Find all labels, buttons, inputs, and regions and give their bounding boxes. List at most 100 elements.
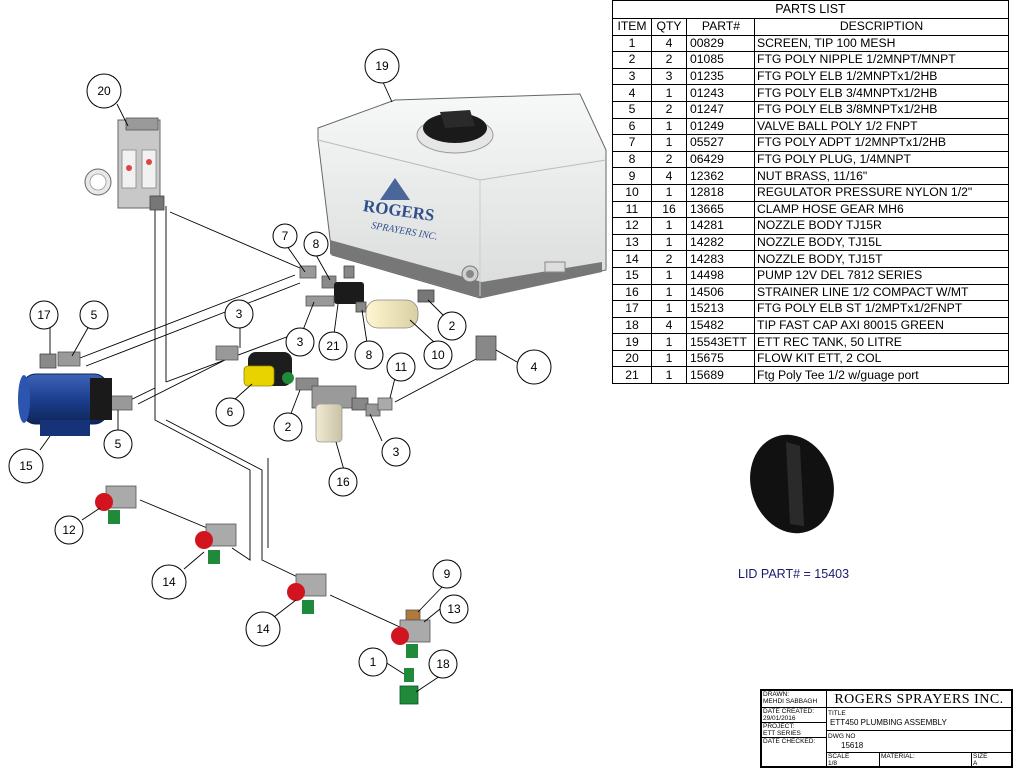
part-number-cell: 01249 xyxy=(686,117,755,136)
part-description-cell: REGULATOR PRESSURE NYLON 1/2" xyxy=(754,183,1009,202)
svg-text:3: 3 xyxy=(393,445,400,459)
ball-valve xyxy=(215,345,294,387)
part-description-cell: FTG POLY ADPT 1/2MNPTx1/2HB xyxy=(754,134,1009,152)
svg-text:2: 2 xyxy=(449,319,456,333)
column-header-part: PART# xyxy=(686,18,755,36)
balloon: 2 xyxy=(273,412,303,442)
part-description-cell: SCREEN, TIP 100 MESH xyxy=(754,34,1009,53)
parts-list-header-row: ITEM QTY PART# DESCRIPTION xyxy=(612,18,1009,36)
project-label: PROJECT: xyxy=(763,723,795,730)
dwg-label: DWG NO xyxy=(828,733,856,740)
svg-text:1: 1 xyxy=(370,655,377,669)
part-number-cell: 14506 xyxy=(686,283,755,302)
balloon: 3 xyxy=(381,437,411,467)
part-description-cell: FTG POLY ELB 1/2MNPTx1/2HB xyxy=(754,67,1009,86)
drawn-cell: DRAWN: MEHDI SABBAGH xyxy=(761,690,827,708)
balloon: 9 xyxy=(432,559,462,589)
balloon: 5 xyxy=(103,429,133,459)
svg-text:19: 19 xyxy=(375,59,389,73)
part-item-cell: 20 xyxy=(612,349,652,368)
size-value: A xyxy=(973,760,978,767)
dwg-cell: DWG NO 15618 xyxy=(826,730,1012,753)
balloon: 7 xyxy=(272,223,298,249)
svg-text:13: 13 xyxy=(447,602,461,616)
tip-screen xyxy=(404,668,414,682)
part-item-cell: 5 xyxy=(612,100,652,119)
part-number-cell: 05527 xyxy=(686,134,755,152)
balloon: 8 xyxy=(303,231,329,257)
part-qty-cell: 4 xyxy=(651,167,687,185)
svg-text:14: 14 xyxy=(256,622,270,636)
pump xyxy=(18,373,112,436)
part-description-cell: ETT REC TANK, 50 LITRE xyxy=(754,333,1009,351)
part-qty-cell: 2 xyxy=(651,100,687,119)
part-qty-cell: 4 xyxy=(651,316,687,335)
balloon: 3 xyxy=(224,299,254,329)
balloon: 14 xyxy=(245,611,281,647)
hoses xyxy=(79,206,479,629)
svg-text:17: 17 xyxy=(37,308,51,322)
balloon: 6 xyxy=(215,397,245,427)
part-qty-cell: 1 xyxy=(651,349,687,368)
part-qty-cell: 1 xyxy=(651,300,687,318)
part-qty-cell: 2 xyxy=(651,150,687,169)
part-number-cell: 01085 xyxy=(686,51,755,69)
balloon: 21 xyxy=(318,331,348,361)
recirculating-tank xyxy=(317,93,607,299)
part-qty-cell: 1 xyxy=(651,217,687,235)
part-description-cell: FLOW KIT ETT, 2 COL xyxy=(754,349,1009,368)
balloon: 19 xyxy=(364,48,400,84)
parts-list-title: PARTS LIST xyxy=(612,0,1009,18)
column-header-description: DESCRIPTION xyxy=(754,18,1009,36)
date-created-cell: DATE CREATED: 29/01/2016 xyxy=(761,707,827,723)
part-item-cell: 6 xyxy=(612,117,652,136)
balloon: 4 xyxy=(516,349,552,385)
part-description-cell: NUT BRASS, 11/16" xyxy=(754,167,1009,185)
part-number-cell: 15689 xyxy=(686,366,755,385)
drawn-value: MEHDI SABBAGH xyxy=(763,698,818,705)
part-description-cell: TIP FAST CAP AXI 80015 GREEN xyxy=(754,316,1009,335)
tank-lid xyxy=(750,434,834,534)
svg-text:6: 6 xyxy=(227,405,234,419)
part-number-cell: 15675 xyxy=(686,349,755,368)
part-number-cell: 14498 xyxy=(686,266,755,285)
balloon: 1 xyxy=(358,647,388,677)
balloon: 16 xyxy=(328,467,358,497)
svg-text:11: 11 xyxy=(395,360,408,374)
nozzle-body-14a xyxy=(195,523,237,564)
size-label: SIZE xyxy=(973,753,988,760)
scale-label: SCALE xyxy=(828,753,850,760)
balloon-leaders xyxy=(39,79,518,693)
elbow-4 xyxy=(475,335,497,361)
svg-text:5: 5 xyxy=(91,308,98,322)
size-cell: SIZE A xyxy=(971,752,1012,767)
project-value: ETT SERIES xyxy=(763,730,801,737)
part-item-cell: 10 xyxy=(612,183,652,202)
part-number-cell: 12362 xyxy=(686,167,755,185)
scale-cell: SCALE 1/8 xyxy=(826,752,880,767)
part-item-cell: 9 xyxy=(612,167,652,185)
svg-text:3: 3 xyxy=(236,307,243,321)
part-qty-cell: 2 xyxy=(651,51,687,69)
part-description-cell: STRAINER LINE 1/2 COMPACT W/MT xyxy=(754,283,1009,302)
part-qty-cell: 1 xyxy=(651,333,687,351)
part-item-cell: 7 xyxy=(612,134,652,152)
svg-text:15: 15 xyxy=(19,459,33,473)
svg-text:5: 5 xyxy=(115,437,122,451)
title-value: ETT450 PLUMBING ASSEMBLY xyxy=(830,718,947,727)
svg-text:2: 2 xyxy=(285,420,292,434)
part-qty-cell: 3 xyxy=(651,67,687,86)
balloon: 5 xyxy=(79,300,109,330)
